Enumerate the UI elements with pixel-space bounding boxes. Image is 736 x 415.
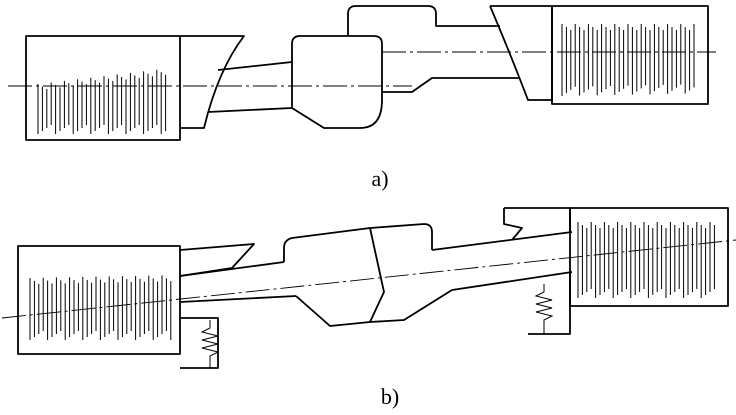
caption-b: b) — [381, 384, 399, 409]
left-bearing-b-hatch — [29, 275, 172, 340]
right-shaft-end-a — [489, 5, 553, 101]
shaft-b — [179, 231, 573, 303]
caption-a: a) — [371, 166, 388, 191]
right-bearing-b-hatch — [577, 222, 715, 298]
coupling-left-a — [291, 35, 383, 129]
left-bearing-b — [17, 245, 181, 355]
left-bearing-a — [25, 35, 181, 141]
left-bracket-b — [180, 317, 219, 369]
coupling-joint-b — [369, 227, 385, 323]
left-bearing-a-hatch — [37, 69, 167, 134]
coupling-b — [283, 223, 453, 327]
axis-b — [1, 239, 736, 319]
right-shaft-end-b — [503, 207, 571, 241]
coupling-right-a — [347, 5, 520, 93]
left-spring-b — [200, 320, 220, 368]
panel-a: a) — [8, 5, 716, 191]
right-bearing-a — [551, 5, 709, 105]
right-bracket-b — [528, 272, 571, 335]
right-spring-b — [534, 284, 554, 334]
shaft-a — [207, 61, 293, 113]
panel-b: b) — [1, 207, 736, 409]
right-bearing-a-hatch — [561, 24, 695, 96]
right-bearing-b — [569, 207, 729, 307]
left-shaft-end-a — [180, 35, 245, 129]
